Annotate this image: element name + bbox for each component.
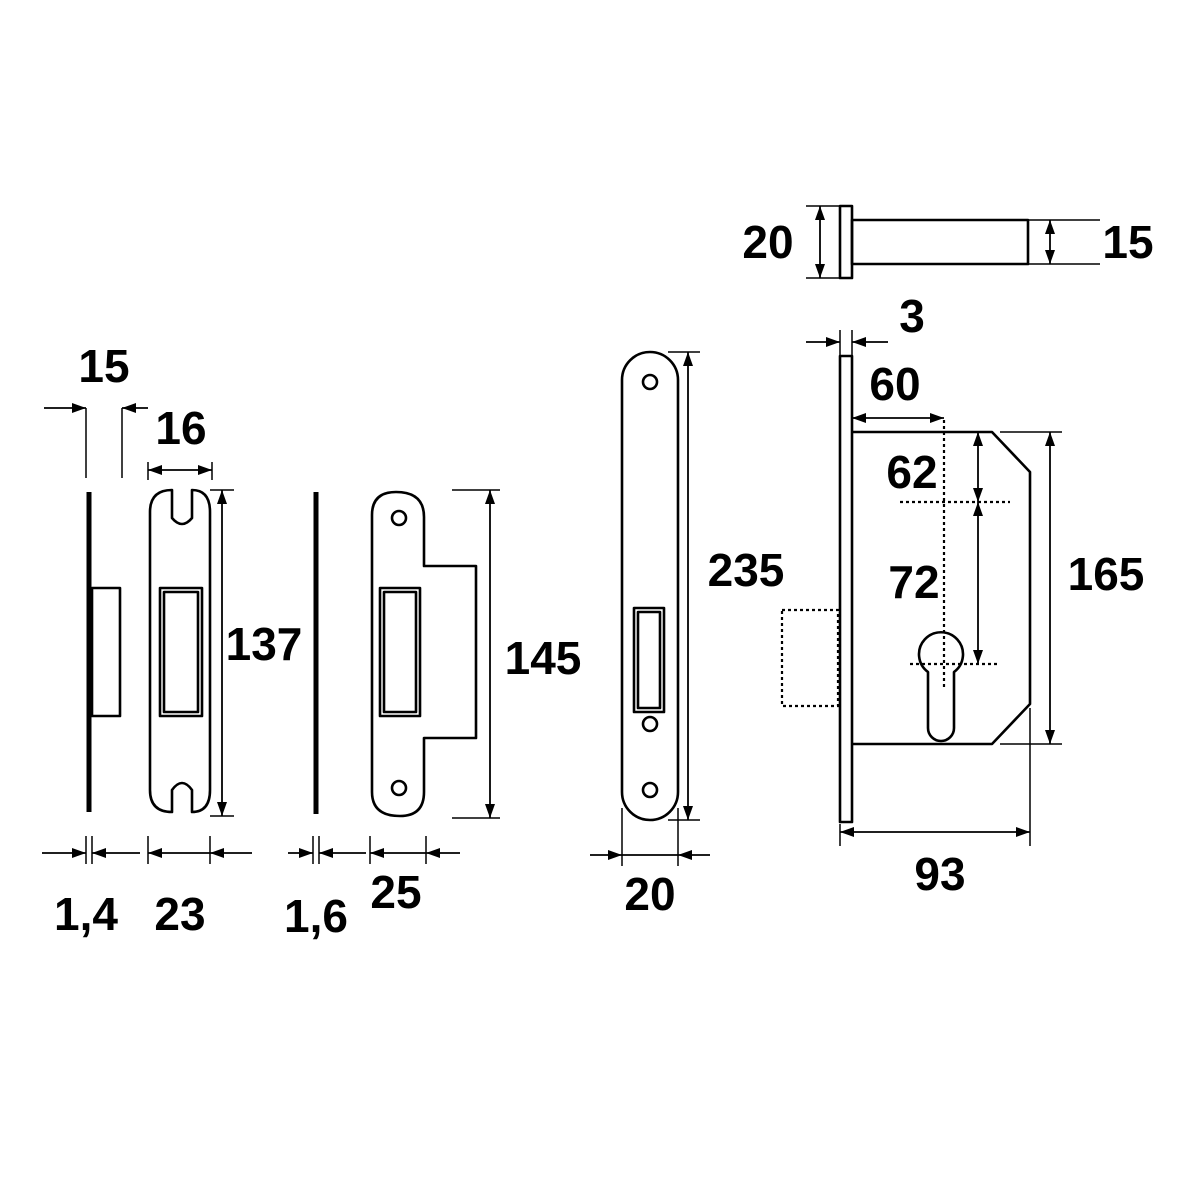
label-1-6: 1,6 xyxy=(284,890,348,942)
dim-strike-plate-width: 23 xyxy=(147,836,252,940)
dim-bolt-shaft: 15 xyxy=(1028,216,1154,268)
label-60: 60 xyxy=(869,358,920,410)
dim-case-depth: 93 xyxy=(839,708,1031,900)
label-235: 235 xyxy=(708,544,785,596)
label-3: 3 xyxy=(899,290,925,342)
dim-keep-height: 145 xyxy=(452,489,582,819)
label-93: 93 xyxy=(914,848,965,900)
dim-strike-plate-height: 137 xyxy=(210,489,303,817)
label-72: 72 xyxy=(888,556,939,608)
strike-plate-front xyxy=(148,488,212,814)
label-137: 137 xyxy=(226,618,303,670)
dim-keep-thickness: 1,6 xyxy=(284,836,366,942)
bolt-pin xyxy=(838,204,1030,280)
label-62: 62 xyxy=(886,446,937,498)
dim-case-height: 165 xyxy=(1000,431,1145,745)
label-20-forend: 20 xyxy=(624,868,675,920)
label-165: 165 xyxy=(1068,548,1145,600)
dim-faceplate-thickness: 3 xyxy=(806,290,925,356)
dim-strike-plate-inner: 16 xyxy=(147,402,213,480)
label-145: 145 xyxy=(505,632,582,684)
dim-strike-plate-thickness: 1,4 xyxy=(42,836,140,940)
dim-bolt-head: 20 xyxy=(742,205,840,279)
label-15-bolt: 15 xyxy=(1102,216,1153,268)
dim-forend-width: 20 xyxy=(590,808,710,920)
label-23: 23 xyxy=(154,888,205,940)
label-15-gap: 15 xyxy=(78,340,129,392)
label-25: 25 xyxy=(370,866,421,918)
label-1-4: 1,4 xyxy=(54,888,118,940)
thin-strike-plate xyxy=(85,408,123,812)
dim-strike-plate-gap: 15 xyxy=(44,340,148,413)
dim-keep-width: 25 xyxy=(369,836,460,918)
dim-bolt-to-top: 62 xyxy=(886,432,983,502)
keep-plate-front xyxy=(370,490,478,818)
label-20-bolt: 20 xyxy=(742,216,793,268)
dim-forend-height: 235 xyxy=(668,351,785,821)
forend-plate xyxy=(620,350,680,822)
lock-body xyxy=(780,354,1032,824)
dim-bolt-to-cylinder: 72 xyxy=(888,502,983,664)
label-16: 16 xyxy=(155,402,206,454)
dim-backset: 60 xyxy=(852,358,944,423)
